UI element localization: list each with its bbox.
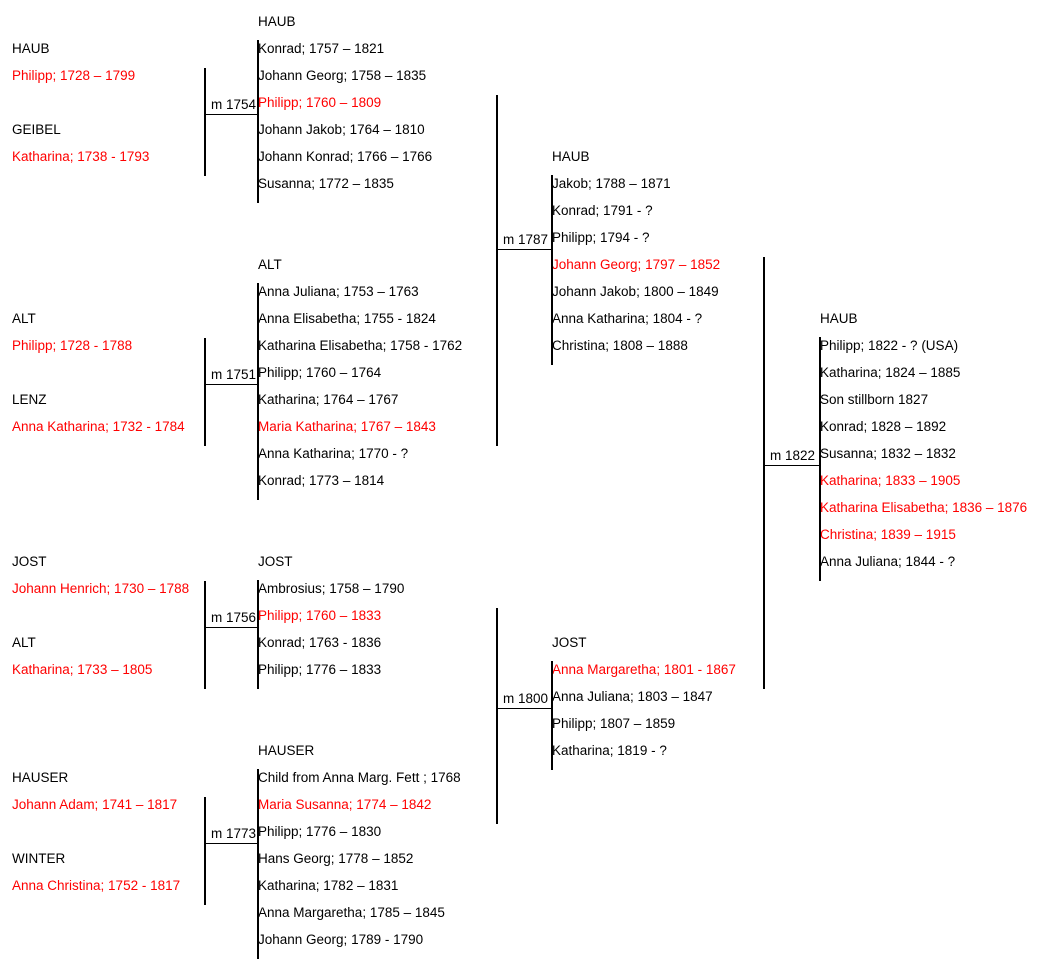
marriage-connector (204, 384, 257, 385)
child-entry: Maria Katharina; 1767 – 1843 (258, 419, 436, 434)
child-entry: Philipp; 1776 – 1833 (258, 662, 382, 677)
child-entry: Anna Margaretha; 1785 – 1845 (258, 905, 445, 920)
child-entry: Katharina; 1824 – 1885 (820, 365, 961, 380)
parent-name: Philipp; 1728 - 1788 (12, 338, 133, 353)
parent-couple-bar (204, 338, 206, 446)
family-surname: ALT (258, 257, 282, 272)
parent-couple-bar (496, 95, 498, 446)
children-bar (257, 40, 259, 203)
marriage-connector (763, 465, 819, 466)
child-entry: Anna Katharina; 1804 - ? (552, 311, 703, 326)
marriage-connector (496, 249, 551, 250)
parent-surname: GEIBEL (12, 122, 61, 137)
child-entry: Katharina Elisabetha; 1758 - 1762 (258, 338, 463, 353)
child-entry: Katharina; 1782 – 1831 (258, 878, 399, 893)
marriage-connector (204, 627, 257, 628)
parent-surname: HAUB (12, 41, 50, 56)
child-entry: Philipp; 1794 - ? (552, 230, 650, 245)
child-entry: Child from Anna Marg. Fett ; 1768 (258, 770, 461, 785)
child-entry: Ambrosius; 1758 – 1790 (258, 581, 405, 596)
parent-name: Johann Adam; 1741 – 1817 (12, 797, 178, 812)
family-surname: HAUB (820, 311, 858, 326)
child-entry: Susanna; 1772 – 1835 (258, 176, 394, 191)
child-entry: Philipp; 1760 – 1833 (258, 608, 382, 623)
child-entry: Philipp; 1807 – 1859 (552, 716, 676, 731)
child-entry: Son stillborn 1827 (820, 392, 929, 407)
parent-couple-bar (204, 68, 206, 176)
parent-surname: HAUSER (12, 770, 69, 785)
family-surname: HAUB (258, 14, 296, 29)
children-bar (551, 175, 553, 365)
parent-surname: ALT (12, 311, 36, 326)
child-entry: Anna Margaretha; 1801 - 1867 (552, 662, 736, 677)
children-bar (257, 580, 259, 689)
child-entry: Katharina; 1764 – 1767 (258, 392, 399, 407)
marriage-label: m 1773 (211, 826, 257, 841)
child-entry: Konrad; 1791 - ? (552, 203, 653, 218)
children-bar (257, 769, 259, 959)
marriage-connector (204, 114, 257, 115)
child-entry: Johann Jakob; 1800 – 1849 (552, 284, 719, 299)
family-surname: HAUB (552, 149, 590, 164)
parent-couple-bar (496, 608, 498, 824)
parent-name: Anna Christina; 1752 - 1817 (12, 878, 181, 893)
family-surname: HAUSER (258, 743, 315, 758)
child-entry: Philipp; 1776 – 1830 (258, 824, 382, 839)
child-entry: Johann Jakob; 1764 – 1810 (258, 122, 425, 137)
child-entry: Christina; 1839 – 1915 (820, 527, 956, 542)
child-entry: Katharina Elisabetha; 1836 – 1876 (820, 500, 1028, 515)
parent-surname: ALT (12, 635, 36, 650)
marriage-label: m 1822 (770, 448, 816, 463)
child-entry: Jakob; 1788 – 1871 (552, 176, 671, 191)
child-entry: Philipp; 1760 – 1809 (258, 95, 382, 110)
parent-name: Johann Henrich; 1730 – 1788 (12, 581, 190, 596)
parent-name: Katharina; 1733 – 1805 (12, 662, 153, 677)
child-entry: Susanna; 1832 – 1832 (820, 446, 956, 461)
child-entry: Konrad; 1828 – 1892 (820, 419, 947, 434)
child-entry: Konrad; 1773 – 1814 (258, 473, 385, 488)
child-entry: Johann Konrad; 1766 – 1766 (258, 149, 433, 164)
child-entry: Katharina; 1819 - ? (552, 743, 667, 758)
children-bar (551, 661, 553, 770)
child-entry: Katharina; 1833 – 1905 (820, 473, 961, 488)
child-entry: Philipp; 1822 - ? (USA) (820, 338, 959, 353)
children-bar (257, 283, 259, 500)
child-entry: Johann Georg; 1789 - 1790 (258, 932, 424, 947)
parent-couple-bar (204, 581, 206, 689)
child-entry: Christina; 1808 – 1888 (552, 338, 688, 353)
marriage-label: m 1751 (211, 367, 257, 382)
child-entry: Anna Juliana; 1844 - ? (820, 554, 956, 569)
parent-surname: WINTER (12, 851, 66, 866)
marriage-label: m 1754 (211, 97, 257, 112)
marriage-connector (496, 708, 551, 709)
child-entry: Johann Georg; 1758 – 1835 (258, 68, 427, 83)
parent-surname: LENZ (12, 392, 47, 407)
child-entry: Hans Georg; 1778 – 1852 (258, 851, 414, 866)
marriage-label: m 1787 (503, 232, 549, 247)
parent-couple-bar (763, 257, 765, 689)
child-entry: Maria Susanna; 1774 – 1842 (258, 797, 432, 812)
parent-name: Anna Katharina; 1732 - 1784 (12, 419, 185, 434)
parent-name: Katharina; 1738 - 1793 (12, 149, 150, 164)
family-surname: JOST (258, 554, 293, 569)
child-entry: Johann Georg; 1797 – 1852 (552, 257, 721, 272)
child-entry: Konrad; 1763 - 1836 (258, 635, 382, 650)
parent-surname: JOST (12, 554, 47, 569)
parent-couple-bar (204, 797, 206, 905)
child-entry: Anna Juliana; 1803 – 1847 (552, 689, 713, 704)
marriage-label: m 1800 (503, 691, 549, 706)
child-entry: Philipp; 1760 – 1764 (258, 365, 382, 380)
family-surname: JOST (552, 635, 587, 650)
parent-name: Philipp; 1728 – 1799 (12, 68, 136, 83)
marriage-label: m 1756 (211, 610, 257, 625)
children-bar (819, 337, 821, 581)
child-entry: Anna Katharina; 1770 - ? (258, 446, 409, 461)
child-entry: Anna Elisabetha; 1755 - 1824 (258, 311, 436, 326)
child-entry: Konrad; 1757 – 1821 (258, 41, 385, 56)
child-entry: Anna Juliana; 1753 – 1763 (258, 284, 419, 299)
marriage-connector (204, 843, 257, 844)
